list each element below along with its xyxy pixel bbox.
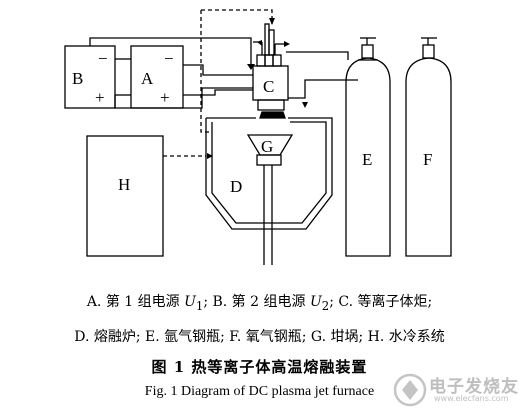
label-a: A: [141, 69, 154, 88]
watermark-text: 电子发烧友: [429, 377, 519, 397]
caption-line-1: A. 第 1 组电源 U1; B. 第 2 组电源 U2; C. 等离子体炬;: [86, 294, 433, 313]
water-cooling-h: [86, 135, 164, 257]
oxygen-cylinder-f: [405, 37, 452, 257]
plasma-torch-c: [252, 23, 289, 119]
label-d: D: [230, 177, 242, 196]
label-f: F: [423, 150, 432, 169]
melting-furnace-d: [205, 117, 333, 230]
label-b-minus: −: [98, 49, 108, 68]
label-g: G: [261, 137, 273, 156]
label-a-minus: −: [164, 49, 174, 68]
power-supply-a: [130, 45, 184, 109]
arrowheads: [207, 18, 308, 159]
argon-cylinder-e: [345, 37, 391, 257]
label-c: C: [263, 77, 274, 96]
watermark-logo-icon: [393, 373, 427, 407]
label-a-plus: +: [160, 88, 170, 107]
cooling-lines: [163, 9, 273, 157]
figure-title-en: Fig. 1 Diagram of DC plasma jet furnace: [144, 384, 375, 399]
label-e: E: [362, 150, 372, 169]
label-h: H: [118, 175, 130, 194]
caption-line-2: D. 熔融炉; E. 氩气钢瓶; F. 氧气钢瓶; G. 坩埚; H. 水冷系统: [74, 329, 445, 345]
label-b: B: [72, 69, 83, 88]
crucible-g: [246, 134, 294, 265]
label-b-plus: +: [95, 88, 105, 107]
watermark-url: www.elecfans.com: [434, 394, 509, 403]
wiring: [89, 37, 358, 109]
figure-title-cn: 图 1 热等离子体高温熔融装置: [151, 358, 368, 376]
